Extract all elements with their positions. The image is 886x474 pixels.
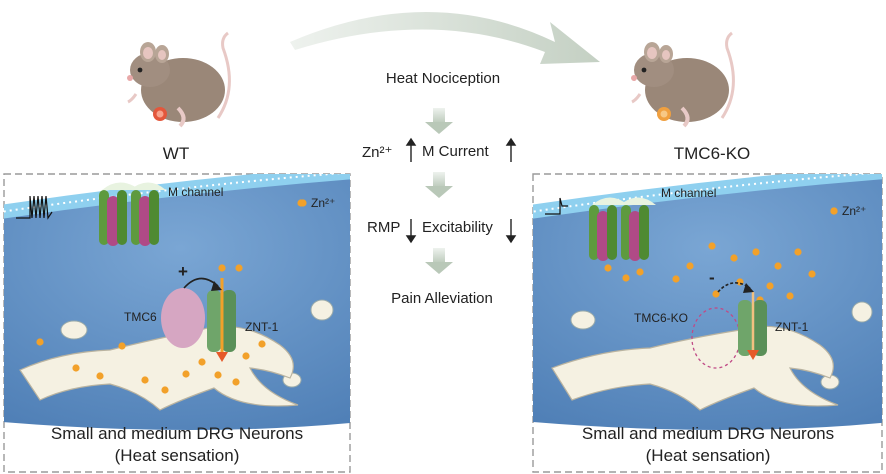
znt1-label-right: ZNT-1 [775,320,809,334]
m-channel-left [99,182,166,246]
wt-mouse [127,31,231,128]
zn-legend-dot-right [830,207,838,215]
znt1-left [207,278,236,362]
zn-legend-right: Zn²⁺ [842,204,867,218]
spike-trace-right [545,197,568,215]
transition-arrow [290,12,600,64]
left-caption-line1: Small and medium DRG Neurons [50,424,304,443]
m-current-label: M Current [422,143,489,160]
znt1-right [738,292,767,360]
flow-arrow-3 [425,248,453,274]
m-channel-right [589,197,656,261]
heat-nociception-label: Heat Nociception [385,70,501,87]
tmc6-ko-label: TMC6-KO [634,311,688,325]
updown-arrows [405,137,517,244]
m-channel-label-left: M channel [168,185,224,199]
rmp-label: RMP [367,219,401,236]
minus-sign: - [709,268,715,287]
tmc6-protein [161,288,205,348]
flow-arrow-2 [425,172,453,198]
spike-trace-left [16,195,53,220]
wt-label: WT [162,144,190,163]
zn-legend-dot-left [299,199,307,207]
ko-mouse [631,31,735,128]
zn-legend-left: Zn²⁺ [311,196,336,210]
left-caption-line2: (Heat sensation) [114,446,240,465]
m-channel-label-right: M channel [661,186,717,200]
zn-label: Zn²⁺ [362,144,393,161]
flow-arrow-1 [425,108,453,134]
excitability-label: Excitability [422,219,493,236]
znt1-label-left: ZNT-1 [245,320,279,334]
plus-sign: + [178,262,188,281]
right-caption-line2: (Heat sensation) [645,446,771,465]
pain-alleviation-label: Pain Alleviation [391,290,493,307]
right-caption-line1: Small and medium DRG Neurons [581,424,835,443]
tmc6-label: TMC6 [124,310,157,324]
ko-label: TMC6-KO [673,144,751,163]
right-cell [533,174,882,430]
